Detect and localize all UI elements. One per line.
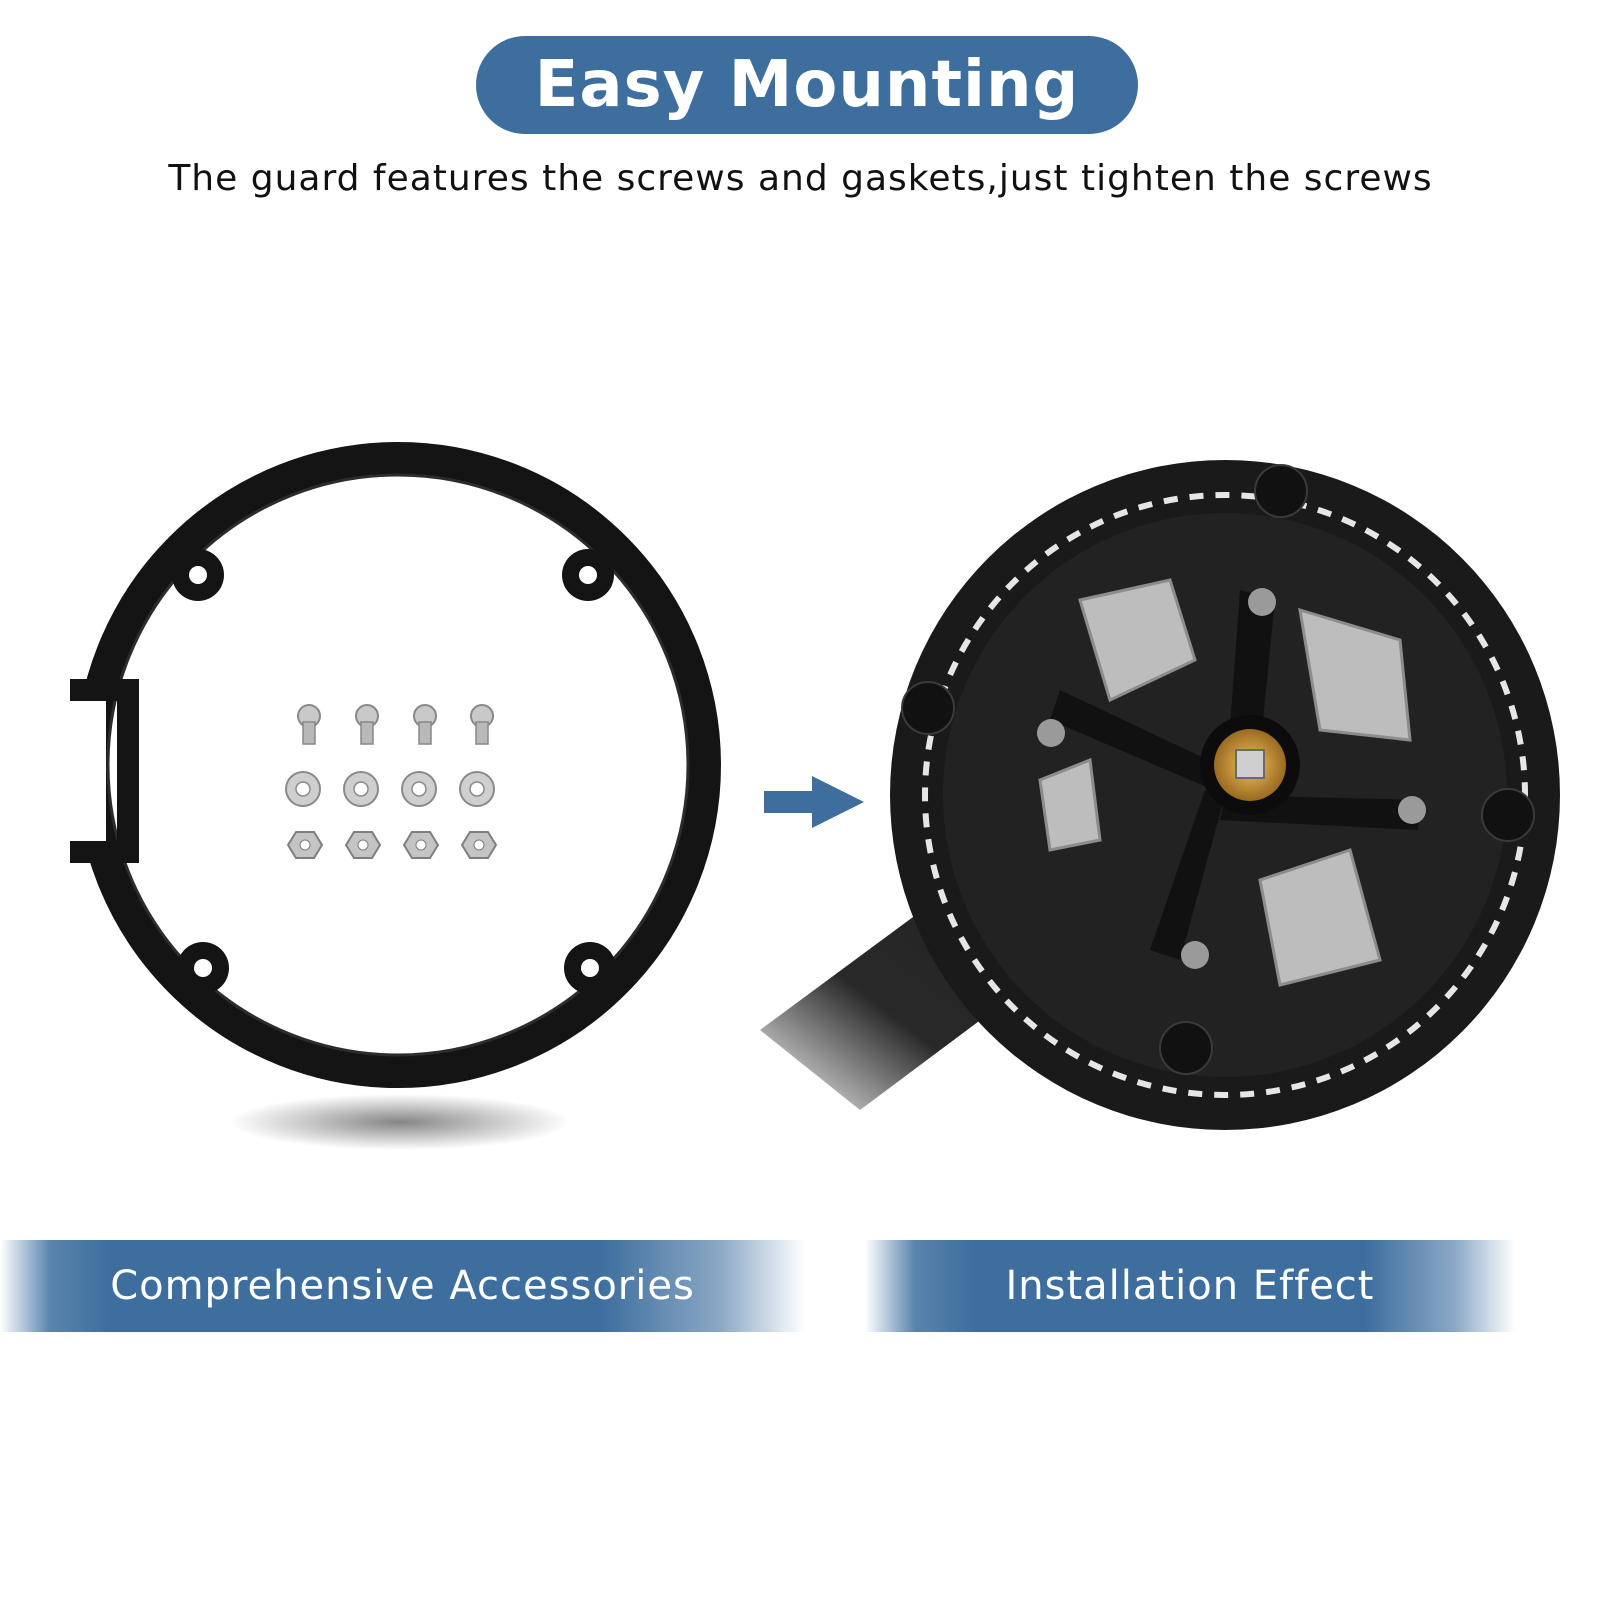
chainring-guard-ring xyxy=(62,442,721,1150)
guard-ring-inner-edge xyxy=(106,473,690,1057)
chainring-windows xyxy=(1038,578,1412,987)
mount-tab-top-left xyxy=(172,549,224,601)
caption-comprehensive-accessories: Comprehensive Accessories xyxy=(0,1240,805,1332)
guard-mount-tabs xyxy=(901,464,1535,1075)
screw-icon xyxy=(413,704,437,745)
title-pill: Easy Mounting xyxy=(476,36,1138,134)
nut-icon xyxy=(286,831,324,859)
hardware-nuts xyxy=(286,831,498,859)
square-taper xyxy=(1235,749,1265,779)
screw-icon xyxy=(470,704,494,745)
caption-left-label: Comprehensive Accessories xyxy=(110,1263,695,1309)
mount-tab-bottom-right xyxy=(564,942,616,994)
guard-notch xyxy=(62,685,106,855)
mount-tab-top-right xyxy=(562,549,614,601)
screw-icon xyxy=(297,704,321,745)
nut-icon xyxy=(402,831,440,859)
hardware-screws xyxy=(297,704,494,745)
mount-tab-bottom-left xyxy=(177,942,229,994)
nut-icon xyxy=(344,831,382,859)
guard-shadow xyxy=(230,1094,570,1150)
page-subtitle: The guard features the screws and gasket… xyxy=(168,158,1433,199)
hardware-washers xyxy=(285,771,495,807)
nut-icon xyxy=(460,831,498,859)
page-title: Easy Mounting xyxy=(534,48,1080,122)
caption-installation-effect: Installation Effect xyxy=(865,1240,1515,1332)
washer-icon xyxy=(401,771,437,807)
caption-right-label: Installation Effect xyxy=(1005,1263,1375,1309)
arrow-right-icon xyxy=(764,776,864,828)
guard-notch-bracket xyxy=(70,679,139,863)
washer-icon xyxy=(343,771,379,807)
chainring-bolts xyxy=(1037,588,1426,969)
washer-icon xyxy=(285,771,321,807)
screw-icon xyxy=(355,704,379,745)
crankset-with-guard xyxy=(760,460,1560,1130)
washer-icon xyxy=(459,771,495,807)
